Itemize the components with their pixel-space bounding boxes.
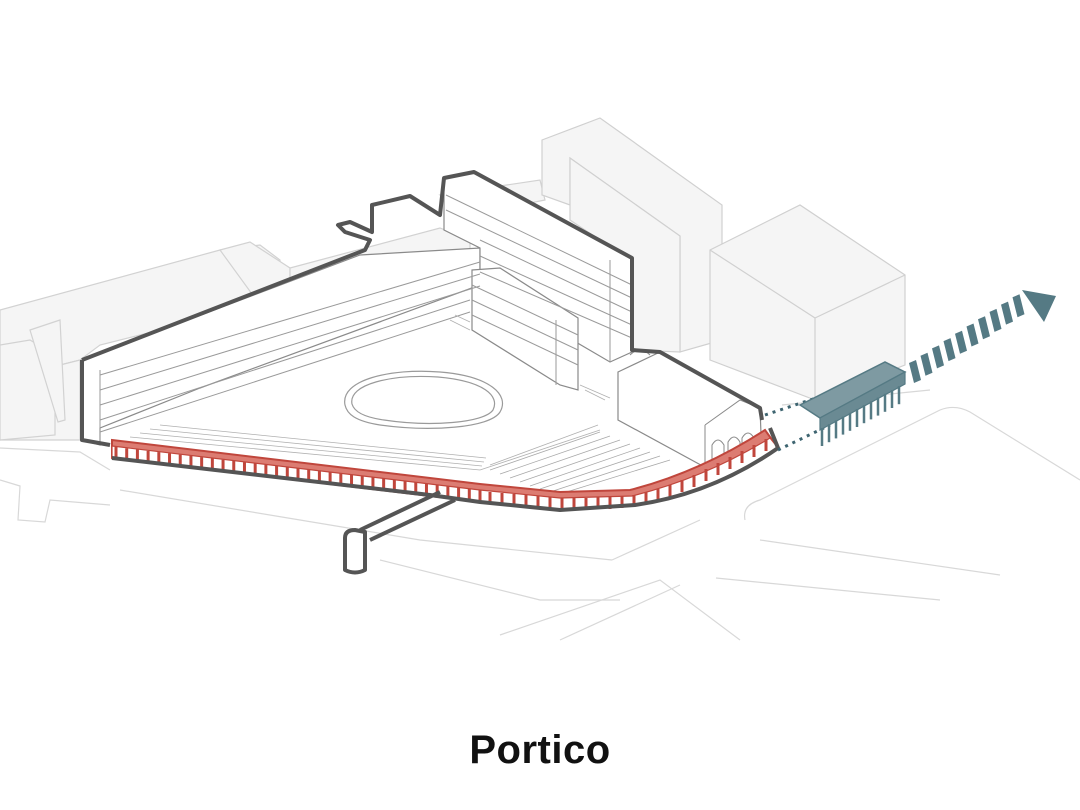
- arrow-dash: [955, 330, 967, 354]
- arrow-dash: [1012, 294, 1025, 318]
- tall-block-floor-lines: [445, 194, 633, 362]
- arrow-dash: [966, 323, 979, 347]
- middle-block-floor-lines: [471, 284, 579, 385]
- arrow-dash: [909, 360, 921, 383]
- diagram-caption: Portico: [469, 728, 611, 772]
- remote-portico-columns: [820, 386, 901, 446]
- terrace-steps: [129, 314, 611, 471]
- arrow-dash: [920, 352, 933, 376]
- project-site-outline: [80, 170, 780, 575]
- west-wing-floor-lines: [99, 261, 481, 445]
- arrow-dash: [978, 316, 990, 340]
- street-context-lines: [0, 389, 1080, 641]
- arrow-dash: [989, 308, 1002, 332]
- amphitheatre-steps: [489, 431, 671, 495]
- arrow-dash: [943, 338, 956, 362]
- direction-arrow-icon: [909, 290, 1056, 383]
- arrow-dash: [1001, 301, 1013, 325]
- courtyard-oval: [344, 370, 503, 429]
- arrow-dash: [932, 345, 944, 369]
- portico-axonometric-diagram: [0, 117, 1080, 641]
- remote-portico-pavilion: [798, 361, 907, 432]
